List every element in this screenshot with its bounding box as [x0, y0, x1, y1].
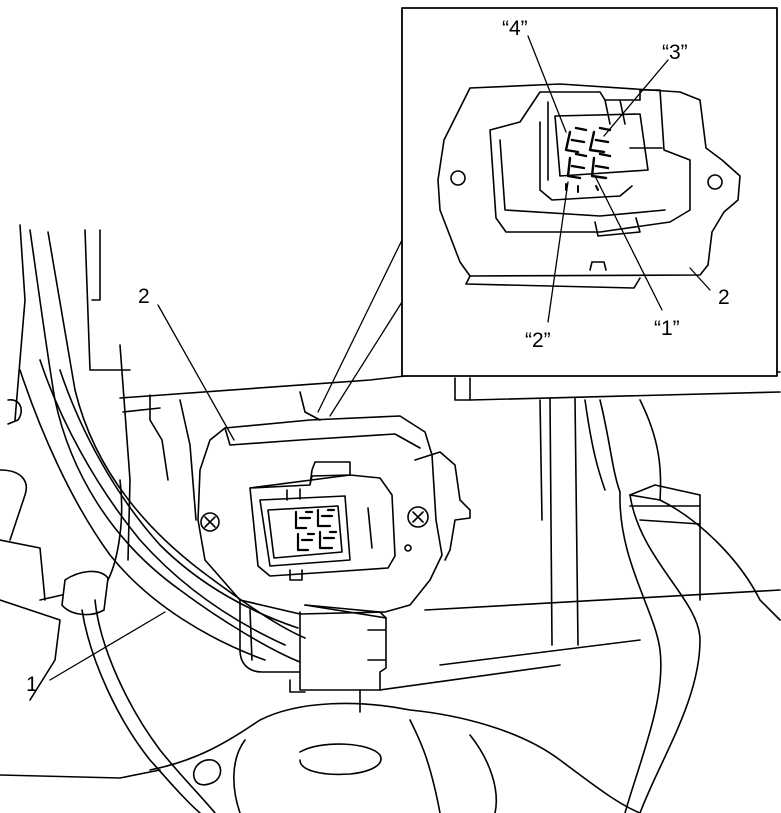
- callout-terminal-2: “2”: [525, 329, 551, 352]
- callout-resistor: 2: [138, 285, 150, 308]
- vehicle-structure: [0, 224, 781, 813]
- callout-harness: 1: [26, 673, 38, 696]
- main-leader-lines: [49, 304, 235, 681]
- zoom-lines: [317, 239, 403, 417]
- detail-inset: [401, 7, 778, 377]
- wiring-harness: [19, 229, 306, 813]
- resistor-block: [197, 415, 471, 713]
- callout-resistor-detail: 2: [718, 286, 730, 309]
- callout-terminal-4: “4”: [502, 17, 528, 40]
- callout-terminal-1: “1”: [654, 317, 680, 340]
- callout-terminal-3: “3”: [662, 41, 688, 64]
